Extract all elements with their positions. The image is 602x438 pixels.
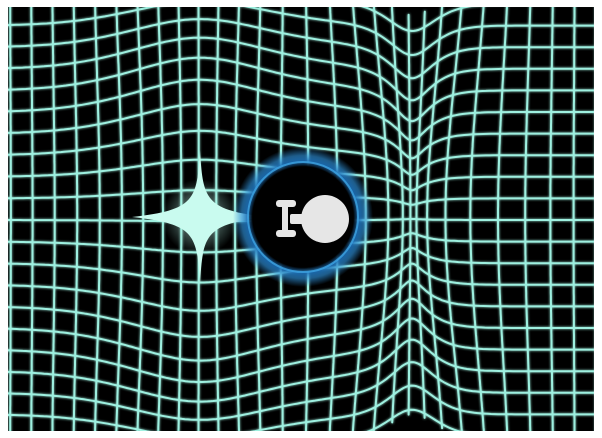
starship-icon xyxy=(276,195,349,243)
